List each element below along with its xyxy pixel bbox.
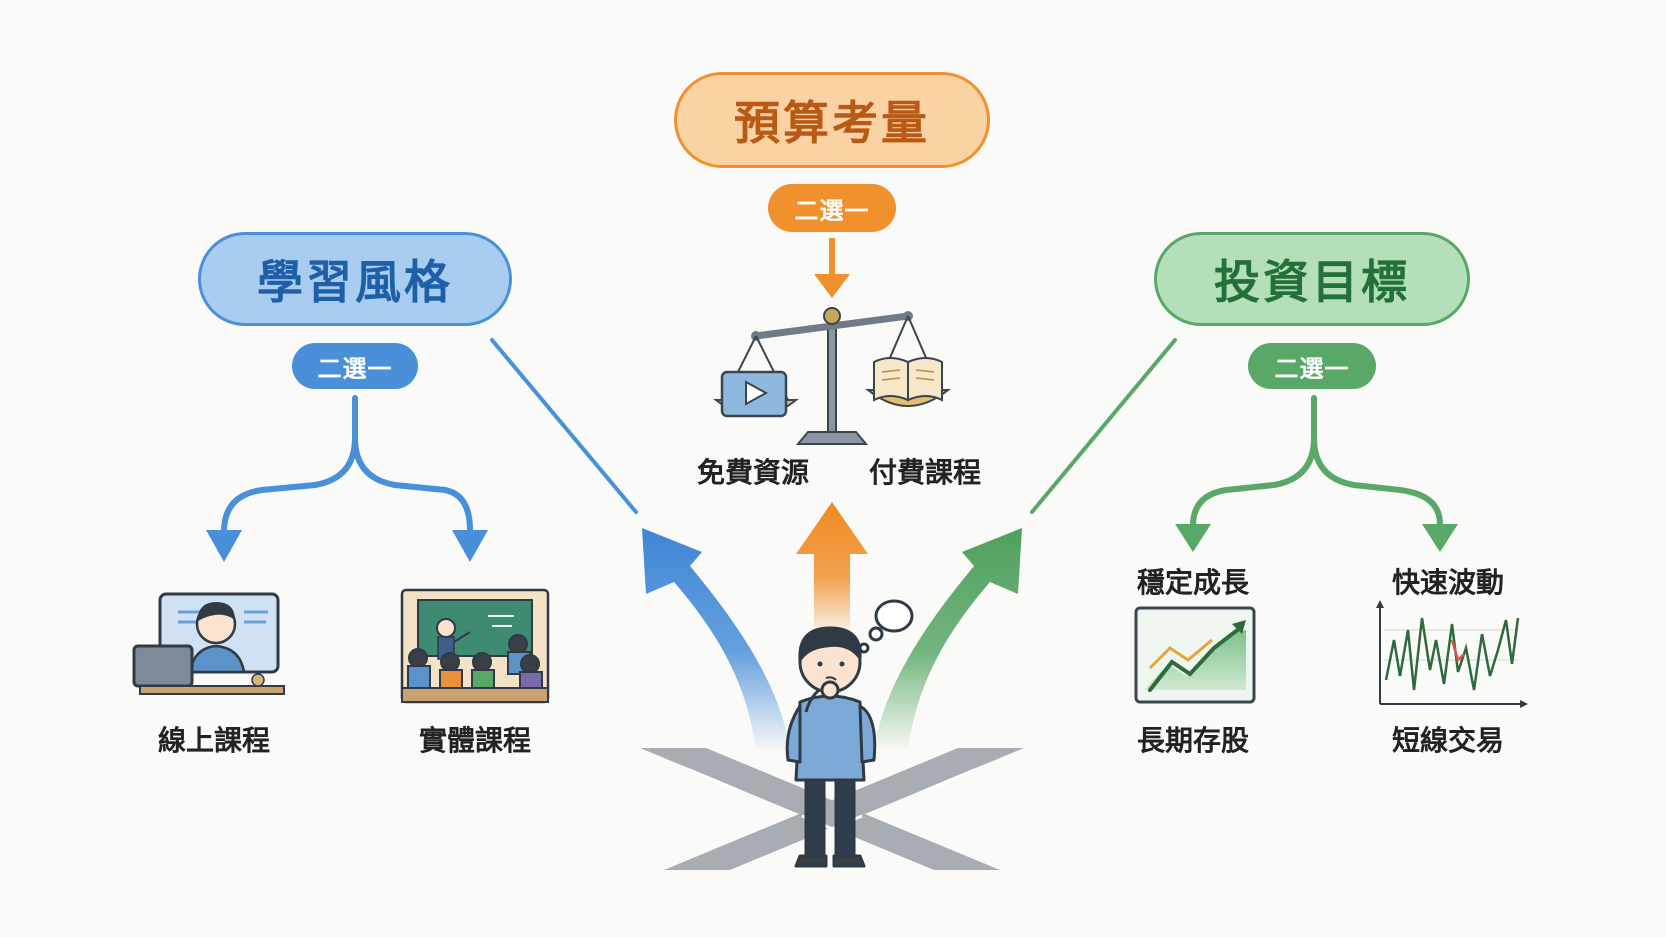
online-course-illustration [132, 592, 285, 695]
thinking-person-illustration [785, 599, 914, 868]
stable-growth-chart-icon [1134, 606, 1256, 704]
option-fast-volatility-label: 快速波動 [1391, 566, 1504, 599]
budget-header: 預算考量 [674, 72, 990, 168]
investment-goal-header: 投資目標 [1154, 232, 1470, 326]
learning-branch-arrows [221, 395, 473, 533]
green-direction-arrow [874, 528, 1022, 752]
book-icon [873, 357, 943, 402]
video-play-icon [720, 370, 788, 418]
learning-choose-one-badge: 二選一 [292, 343, 418, 389]
arrowhead-online [206, 530, 242, 562]
volatile-chart-icon [1376, 600, 1528, 708]
option-paid-course-label: 付費課程 [868, 456, 981, 489]
budget-choose-one-badge: 二選一 [768, 184, 896, 232]
option-stable-growth-label: 穩定成長 [1136, 566, 1249, 599]
option-offline-course-label: 實體課程 [418, 724, 531, 757]
arrowhead-offline [452, 530, 488, 562]
investment-connector-line [1030, 338, 1177, 514]
arrowhead-budget [814, 274, 850, 298]
learning-style-header: 學習風格 [198, 232, 512, 326]
blue-direction-arrow [642, 528, 790, 752]
arrowhead-volatile [1422, 524, 1458, 552]
orange-direction-arrow [796, 502, 868, 638]
style-short-term-trading-label: 短線交易 [1391, 724, 1504, 757]
investment-branch-arrows [1190, 395, 1443, 527]
classroom-illustration [400, 588, 550, 704]
arrowhead-stable [1175, 524, 1211, 552]
investment-choose-one-badge: 二選一 [1248, 343, 1376, 389]
style-long-term-holding-label: 長期存股 [1136, 724, 1249, 757]
learning-connector-line [490, 338, 638, 514]
option-online-course-label: 線上課程 [157, 724, 270, 757]
option-free-resources-label: 免費資源 [696, 456, 809, 489]
